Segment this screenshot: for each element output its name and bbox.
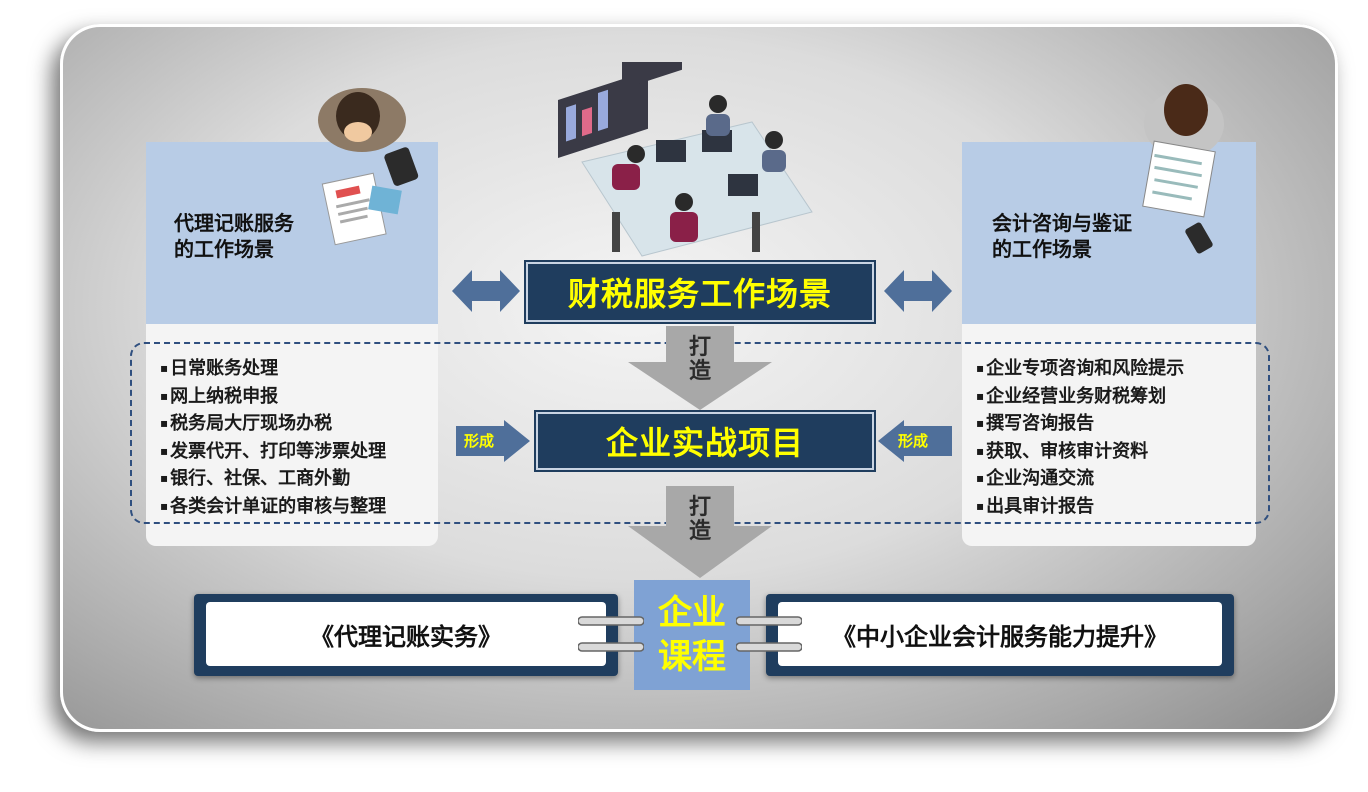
right-scene-title: 会计咨询与鉴证 的工作场景: [992, 211, 1132, 261]
project-title-box: 企业实战项目: [536, 412, 874, 470]
list-item: 出具审计报告: [976, 494, 1184, 522]
list-item: 撰写咨询报告: [976, 411, 1184, 439]
form-label-left: 形成: [464, 432, 495, 450]
main-title: 财税服务工作场景: [567, 275, 832, 313]
forge-label-1: 打 造: [688, 335, 711, 384]
right-scene-items: 企业专项咨询和风险提示 企业经营业务财税筹划 撰写咨询报告 获取、审核审计资料 …: [976, 356, 1184, 521]
binder-ring-left-bottom: [578, 642, 644, 652]
accountant-illustration: [318, 88, 419, 246]
office-team-illustration: [558, 62, 813, 257]
course-center-line1: 企业: [658, 593, 726, 633]
left-scene-title: 代理记账服务 的工作场景: [174, 211, 294, 261]
main-title-box: 财税服务工作场景: [526, 262, 874, 322]
course-left: 《代理记账实务》: [206, 602, 606, 666]
course-left-title: 《代理记账实务》: [310, 622, 502, 651]
forge-label-2: 打 造: [688, 495, 711, 544]
course-right-title: 《中小企业会计服务能力提升》: [832, 622, 1168, 651]
left-scene-header: [146, 142, 438, 324]
consultant-illustration: [1142, 84, 1224, 254]
binder-ring-right-top: [736, 616, 802, 626]
list-item: 企业经营业务财税筹划: [976, 384, 1184, 412]
form-arrow-right: [878, 420, 952, 462]
down-arrow-1: [628, 326, 772, 410]
binder-ring-left-top: [578, 616, 644, 626]
list-item: 银行、社保、工商外勤: [160, 466, 386, 494]
double-arrow-right: [884, 270, 952, 312]
list-item: 获取、审核审计资料: [976, 439, 1184, 467]
double-arrow-left: [452, 270, 520, 312]
list-item: 企业沟通交流: [976, 466, 1184, 494]
binder-ring-right-bottom: [736, 642, 802, 652]
form-label-right: 形成: [898, 432, 929, 450]
list-item: 各类会计单证的审核与整理: [160, 494, 386, 522]
course-right: 《中小企业会计服务能力提升》: [778, 602, 1222, 666]
course-center-line2: 课程: [658, 637, 726, 677]
enterprise-course-box: 企业 课程: [634, 580, 750, 690]
list-item: 发票代开、打印等涉票处理: [160, 439, 386, 467]
project-title: 企业实战项目: [605, 424, 804, 462]
list-item: 企业专项咨询和风险提示: [976, 356, 1184, 384]
left-scene-items: 日常账务处理 网上纳税申报 税务局大厅现场办税 发票代开、打印等涉票处理 银行、…: [160, 356, 386, 521]
form-arrow-left: [456, 420, 530, 462]
list-item: 日常账务处理: [160, 356, 386, 384]
list-item: 网上纳税申报: [160, 384, 386, 412]
down-arrow-2: [628, 486, 772, 578]
list-item: 税务局大厅现场办税: [160, 411, 386, 439]
